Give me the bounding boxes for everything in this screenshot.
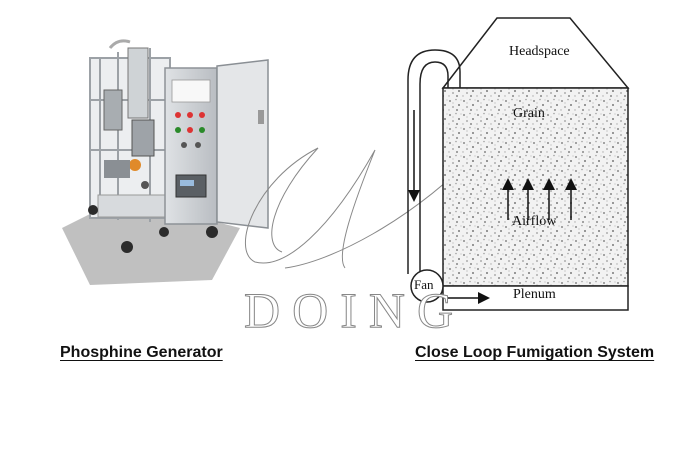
silo-grain [442, 87, 629, 287]
airflow-label: Airflow [512, 214, 557, 229]
recirculation-duct [407, 49, 461, 274]
fan-label: Fan [414, 277, 434, 292]
control-lights [175, 112, 205, 148]
phosphine-generator-caption: Phosphine Generator [60, 344, 223, 361]
recirculation-duct-inner [419, 61, 449, 274]
machine-wheels [88, 205, 218, 253]
watermark-text: DOING [243, 282, 466, 339]
fan-circle [410, 269, 444, 303]
headspace-label: Headspace [509, 44, 570, 59]
plenum-label: Plenum [513, 287, 556, 302]
machine-internals [97, 39, 169, 218]
airflow-arrows [502, 178, 577, 220]
phosphine-generator-illustration [62, 39, 269, 285]
silo-diagram [407, 17, 630, 311]
fumigation-system-caption: Close Loop Fumigation System [415, 344, 655, 361]
machine-door [216, 59, 269, 229]
grain-label: Grain [513, 106, 545, 121]
